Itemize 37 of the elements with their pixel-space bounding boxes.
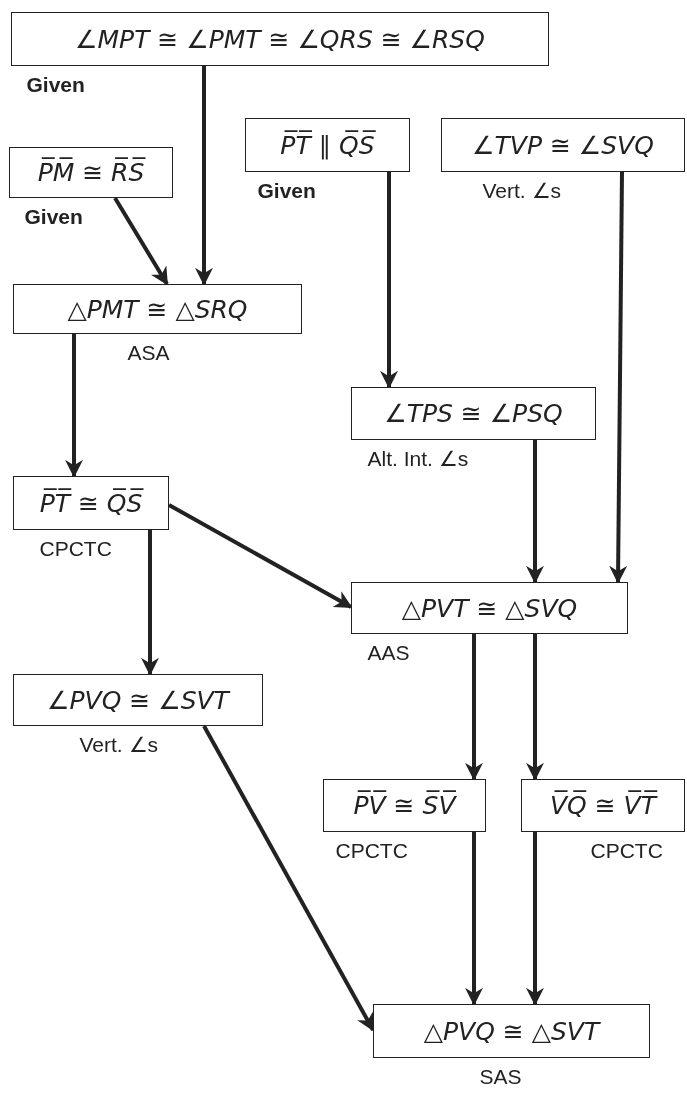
reason-text: CPCTC xyxy=(590,839,663,863)
reason-text: AAS xyxy=(367,641,410,665)
statement-text: P̅M̅ ≅ R̅S̅ xyxy=(37,158,145,187)
arrow xyxy=(141,530,159,676)
statement-text: P̅T̅ ∥ Q̅S̅ xyxy=(280,130,375,160)
arrow xyxy=(465,634,483,781)
statement-text: △PVQ ≅ △SVT xyxy=(423,1016,600,1046)
arrow xyxy=(609,172,628,584)
reason-text: ASA xyxy=(127,341,170,365)
arrow xyxy=(65,334,83,478)
arrow xyxy=(113,196,169,286)
arrow xyxy=(526,440,544,584)
arrow xyxy=(202,725,375,1032)
statement-text: ∠MPT ≅ ∠PMT ≅ ∠QRS ≅ ∠RSQ xyxy=(75,24,485,54)
reason-text: Given xyxy=(26,73,85,97)
arrow xyxy=(380,172,398,389)
statement-text: P̅V̅ ≅ S̅V̅ xyxy=(353,791,456,820)
reason-text: Vert. ∠s xyxy=(79,733,159,757)
reason-text: CPCTC xyxy=(39,537,112,561)
reason-text: Given xyxy=(24,205,83,229)
arrow xyxy=(526,634,544,781)
statement-text: ∠TVP ≅ ∠SVQ xyxy=(472,130,654,160)
reason-text: Given xyxy=(257,179,316,203)
statement-text: P̅T̅ ≅ Q̅S̅ xyxy=(39,488,143,518)
arrow xyxy=(526,832,544,1006)
arrow xyxy=(168,503,353,609)
arrow xyxy=(465,832,483,1006)
statement-text: ∠TPS ≅ ∠PSQ xyxy=(384,399,563,428)
reason-text: CPCTC xyxy=(335,839,408,863)
statement-text: V̅Q̅ ≅ V̅T̅ xyxy=(550,791,656,820)
statement-text: △PVT ≅ △SVQ xyxy=(401,593,578,623)
reason-text: SAS xyxy=(479,1065,522,1089)
reason-text: Alt. Int. ∠s xyxy=(367,447,469,471)
statement-text: ∠PVQ ≅ ∠SVT xyxy=(47,685,229,715)
statement-text: △PMT ≅ △SRQ xyxy=(67,294,248,324)
reason-text: Vert. ∠s xyxy=(482,179,562,203)
arrow xyxy=(195,66,213,286)
